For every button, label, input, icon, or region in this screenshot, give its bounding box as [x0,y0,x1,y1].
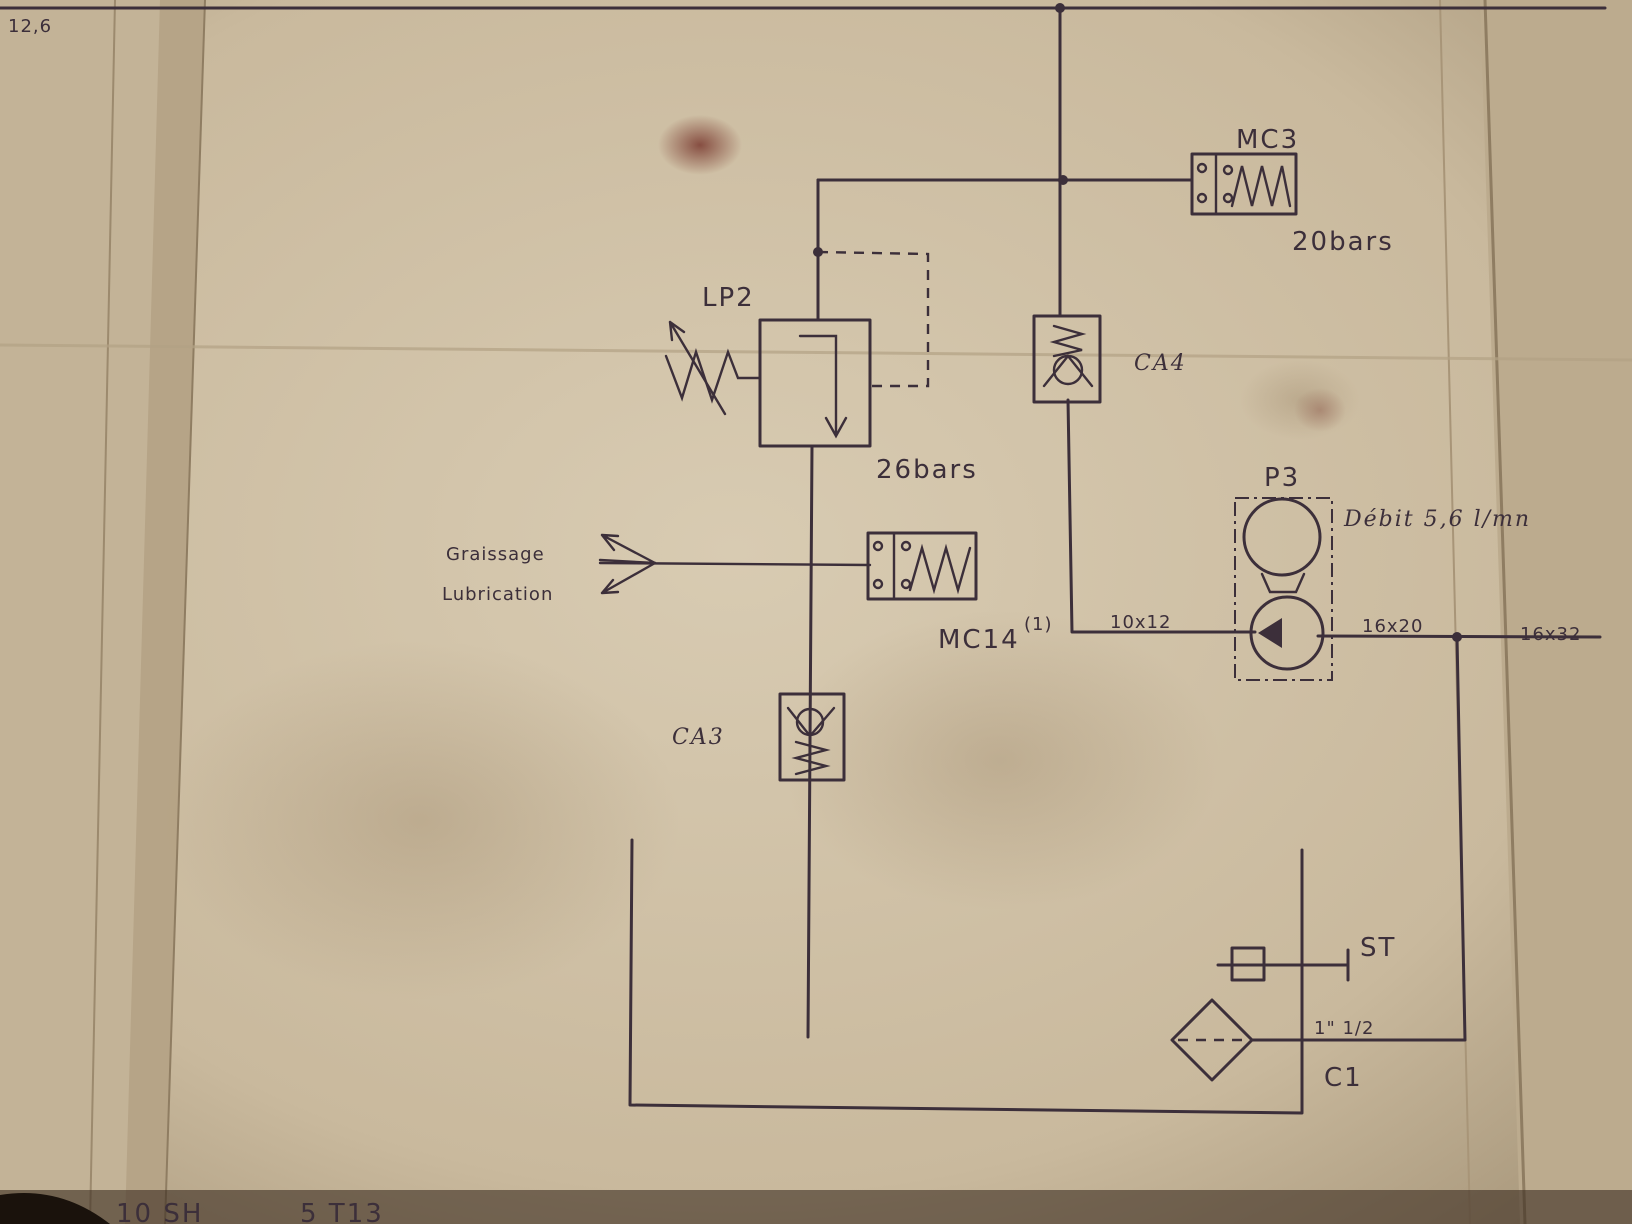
p3-label: P3 [1264,463,1300,493]
ca4-check-valve [1032,314,1102,404]
p3-flow-label: Débit 5,6 l/mn [1343,507,1531,532]
pipe-suction-label: 10x12 [1110,612,1171,633]
ca3-check-valve [778,692,846,782]
ca4-label: CA4 [1134,351,1187,376]
mc3-label: MC3 [1236,125,1299,155]
lp2-label: LP2 [702,283,755,313]
p3-pump-motor [1234,497,1333,681]
bottom-left-label: 10 SH [116,1199,203,1224]
mc14-note-label: (1) [1024,614,1053,635]
c1-filter [1170,998,1254,1082]
lubrication-label: Lubrication [442,584,553,605]
corner-label: 12,6 [8,16,52,37]
mc14-pressure-switch [866,531,978,601]
mc3-pressure-switch [1190,152,1298,216]
st-label: ST [1360,933,1396,963]
st-level-indicator [1216,946,1350,982]
bottom-mid-label: 5 T13 [300,1199,384,1224]
ca3-label: CA3 [672,725,725,750]
graissage-label: Graissage [446,544,545,565]
pipe-pressure-label: 16x20 [1362,616,1423,637]
mc14-label: MC14 [938,625,1020,655]
pipe-main-label: 16x32 [1520,624,1581,645]
mc3-pressure-label: 20bars [1292,227,1394,257]
port-size-label: 1" 1/2 [1314,1018,1374,1039]
c1-label: C1 [1324,1063,1363,1093]
lp2-pressure-label: 26bars [876,455,978,485]
lp2-pressure-relief-valve [664,318,872,448]
hydraulic-lines [0,3,1607,1115]
